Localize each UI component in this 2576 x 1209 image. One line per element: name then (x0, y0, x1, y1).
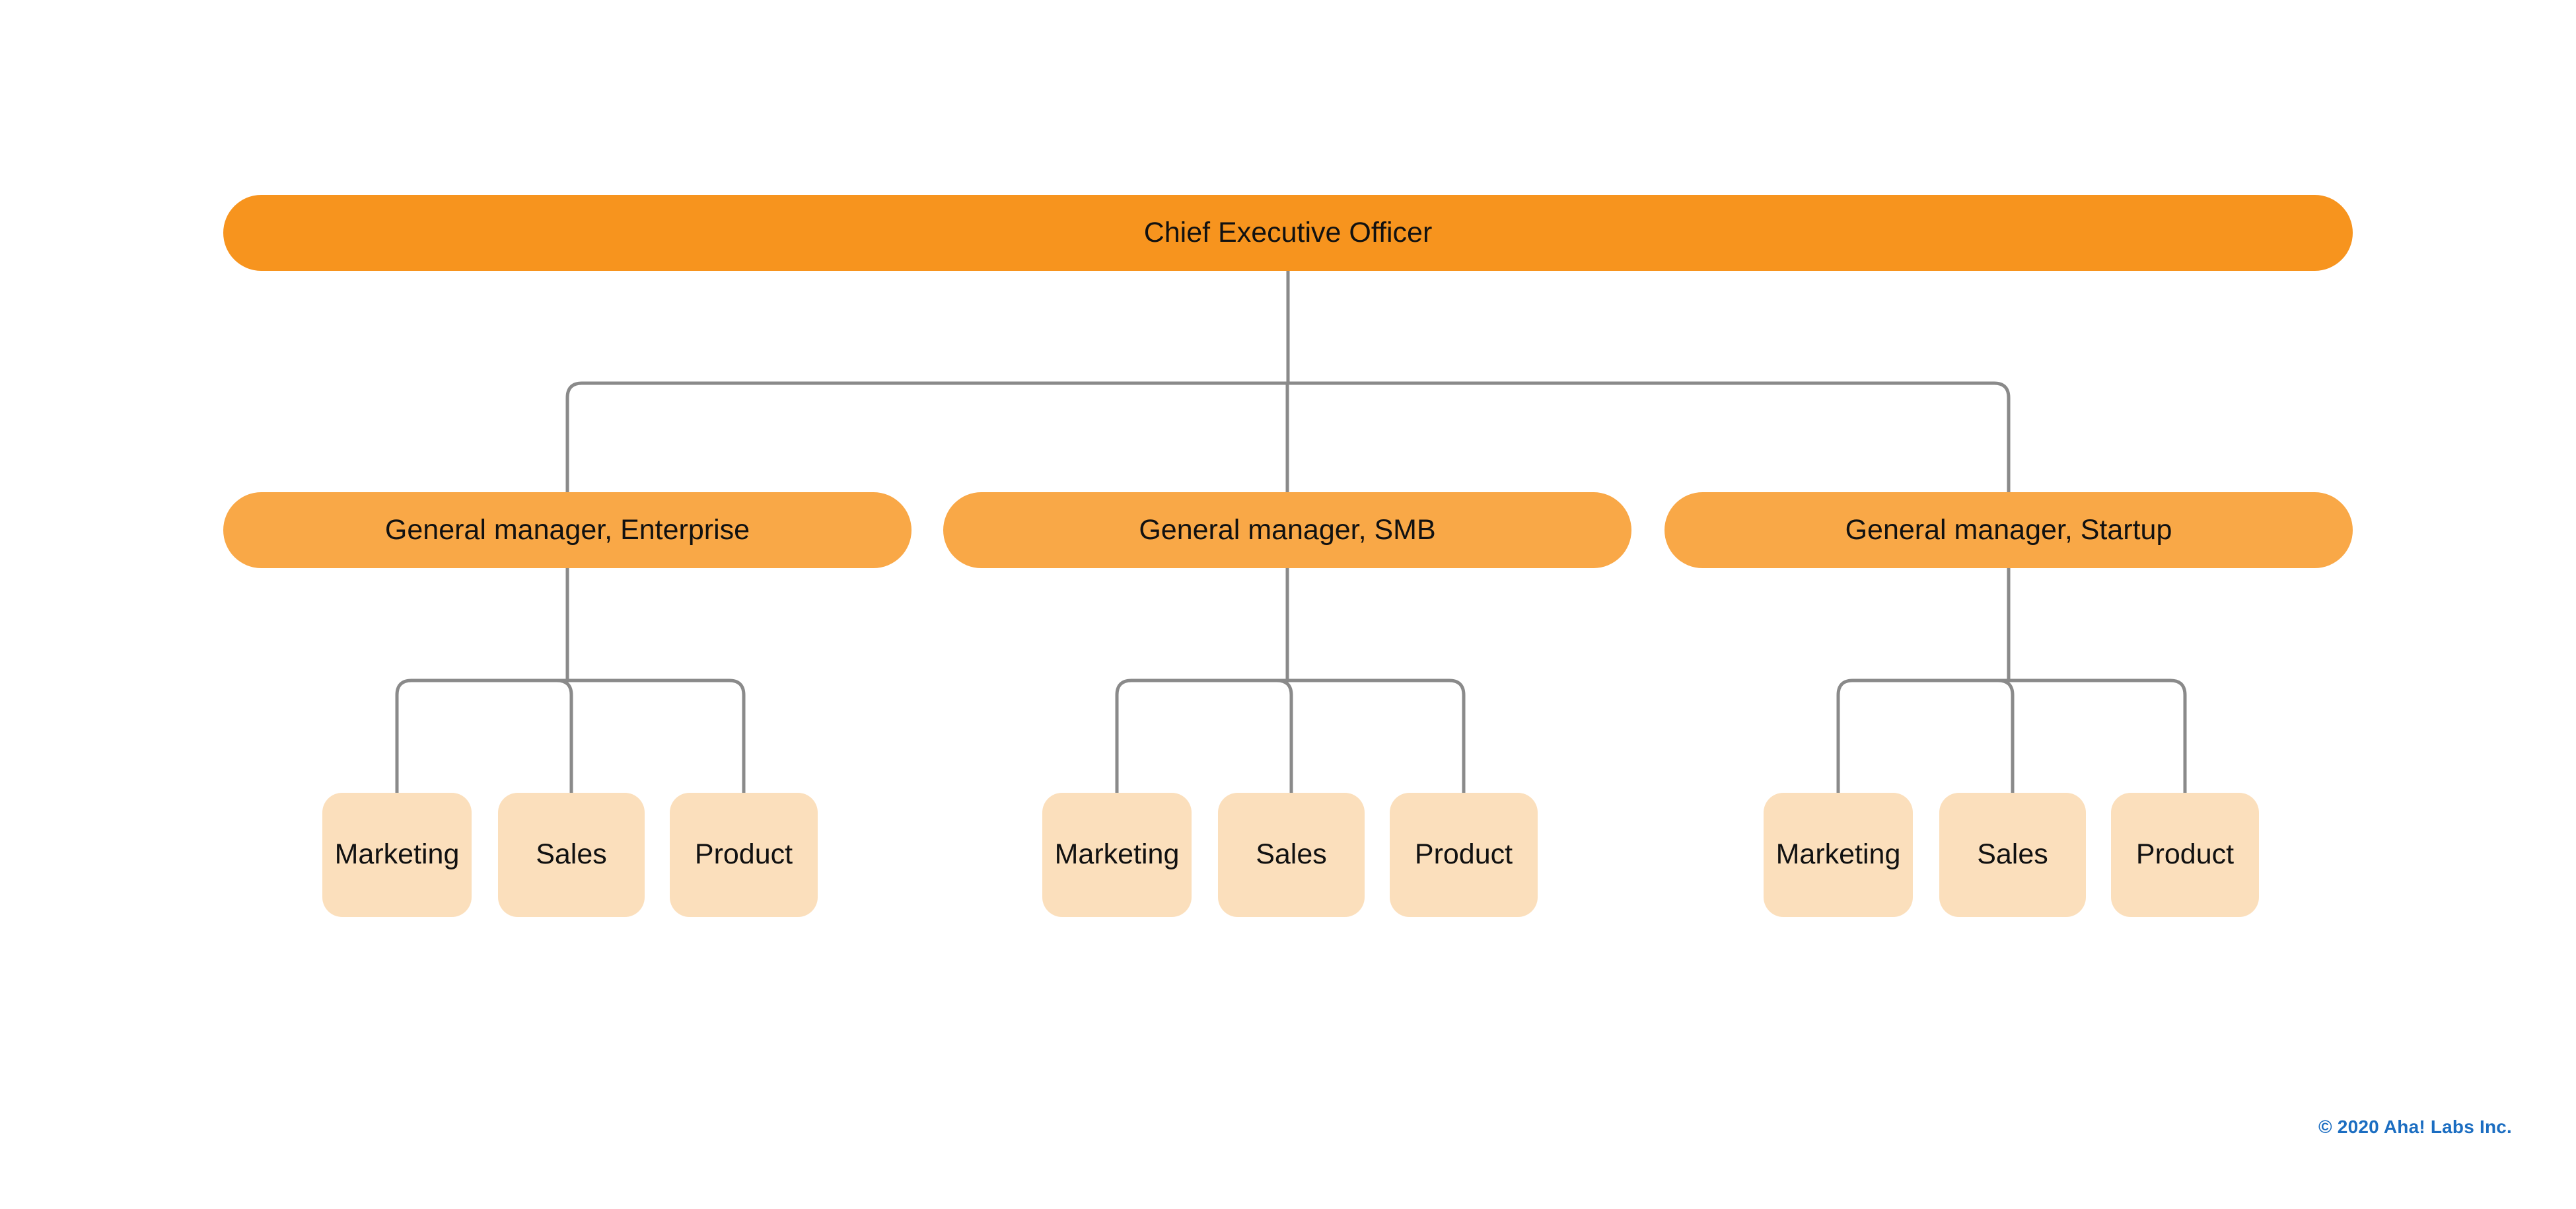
node-label: Sales (1977, 838, 2048, 871)
node-gm-startup[interactable]: General manager, Startup (1664, 492, 2353, 568)
node-sta-product[interactable]: Product (2111, 793, 2259, 917)
node-ceo[interactable]: Chief Executive Officer (223, 195, 2353, 271)
node-label: Sales (536, 838, 607, 871)
connector-line (1275, 678, 1293, 793)
node-ent-product[interactable]: Product (670, 793, 818, 917)
node-gm-enterprise[interactable]: General manager, Enterprise (223, 492, 912, 568)
node-smb-product[interactable]: Product (1390, 793, 1538, 917)
node-gm-smb[interactable]: General manager, SMB (943, 492, 1631, 568)
node-label: Marketing (1054, 838, 1180, 871)
connector-line (1996, 678, 2015, 793)
node-label: Product (694, 838, 793, 871)
connector-line (1115, 678, 1287, 793)
node-label: Product (1414, 838, 1513, 871)
copyright-notice: © 2020 Aha! Labs Inc. (2318, 1117, 2513, 1137)
node-label: General manager, SMB (1139, 513, 1436, 546)
connector-line (555, 678, 573, 793)
connector-line (395, 678, 567, 793)
connector-line (567, 678, 746, 793)
connector-line (1288, 381, 2011, 492)
node-ent-marketing[interactable]: Marketing (322, 793, 472, 917)
node-sta-sales[interactable]: Sales (1939, 793, 2086, 917)
node-label: Marketing (1775, 838, 1901, 871)
node-ent-sales[interactable]: Sales (498, 793, 645, 917)
connector-line (565, 381, 1288, 492)
node-sta-marketing[interactable]: Marketing (1764, 793, 1913, 917)
node-label: Marketing (334, 838, 460, 871)
node-label: General manager, Enterprise (384, 513, 750, 546)
connector-line (1836, 678, 2009, 793)
node-label: Product (2135, 838, 2235, 871)
node-smb-marketing[interactable]: Marketing (1042, 793, 1192, 917)
node-label: Sales (1256, 838, 1327, 871)
connector-line (2009, 678, 2187, 793)
connector-line (1287, 678, 1466, 793)
node-smb-sales[interactable]: Sales (1218, 793, 1365, 917)
node-label: General manager, Startup (1845, 513, 2172, 546)
node-label: Chief Executive Officer (1143, 216, 1433, 248)
